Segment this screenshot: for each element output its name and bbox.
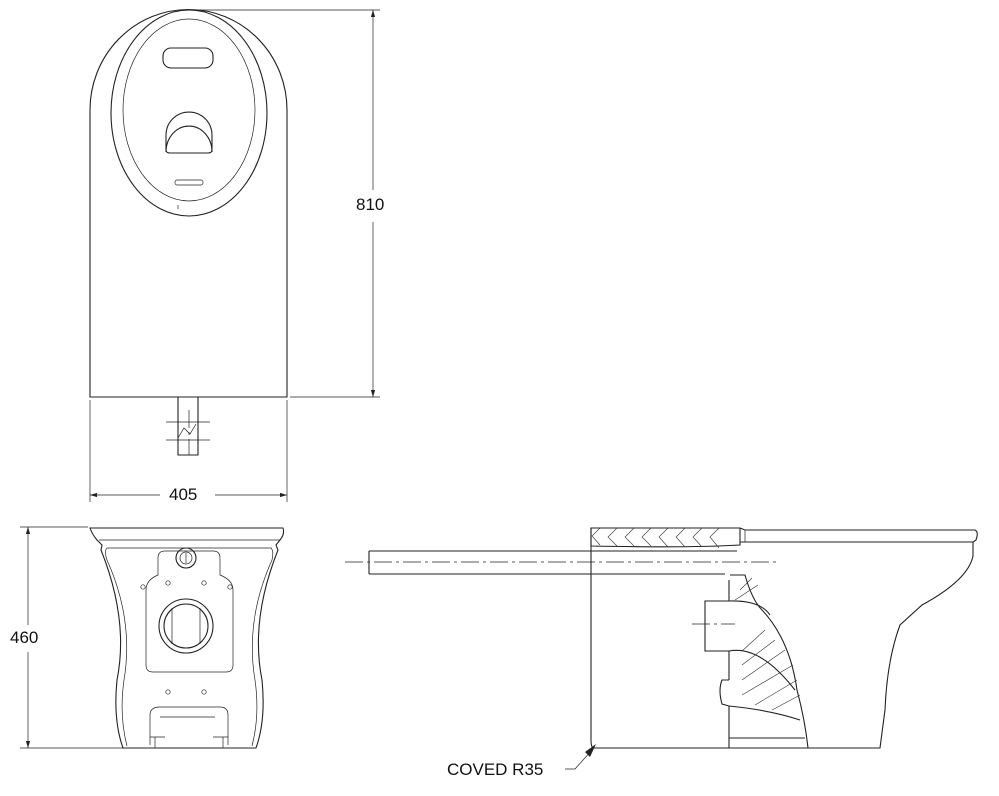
dimension-height-460: 460: [8, 628, 41, 647]
front-view: [20, 526, 285, 749]
dimension-height-810: 810: [354, 195, 387, 214]
side-view: [345, 527, 978, 770]
top-view: [89, 8, 380, 502]
dimension-width-405: 405: [167, 485, 200, 504]
coved-radius-note: COVED R35: [445, 760, 546, 779]
